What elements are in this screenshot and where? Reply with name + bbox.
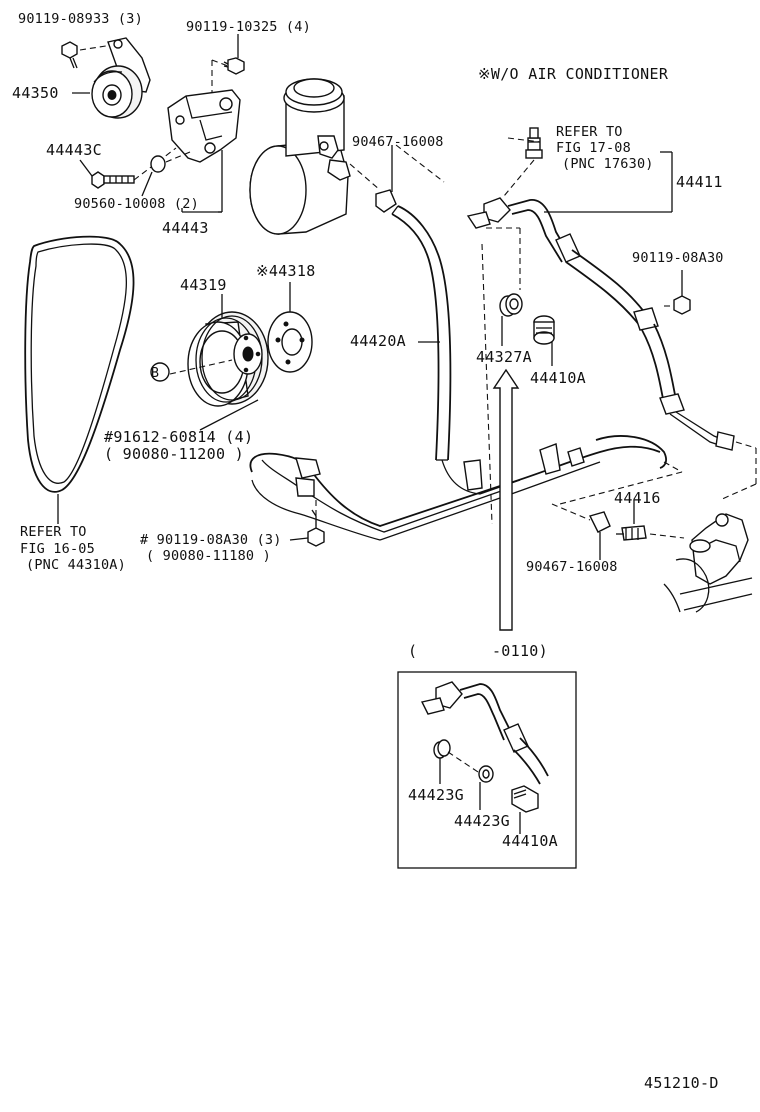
- label-belt-ref-1: REFER TO: [20, 524, 87, 540]
- label-tube: 44416: [614, 489, 661, 507]
- bolt-bottom-part: [307, 509, 325, 547]
- bolt-top-mid-part: [223, 57, 245, 75]
- label-collar: 90560-10008 (2): [74, 196, 199, 212]
- sensor-part: [525, 127, 543, 159]
- label-wo-ac: ※W/O AIR CONDITIONER: [478, 65, 669, 83]
- label-figure-code: 451210-D: [644, 1074, 719, 1092]
- reservoir-part: [249, 78, 351, 235]
- label-belt-ref-2: FIG 16-05: [20, 541, 95, 557]
- label-clamp-bottom: 90467-16008: [526, 559, 618, 575]
- label-inset-gasket-2: 44423G: [454, 812, 510, 830]
- idler-pulley-group: [61, 34, 245, 213]
- label-pump-pulley: 44319: [180, 276, 227, 294]
- inset-union-bolt-part: [511, 785, 539, 813]
- label-bolt-bottom-b: ( 90080-11180 ): [146, 548, 271, 564]
- tube-assembly-part: [249, 435, 667, 541]
- label-inset-gasket-1: 44423G: [408, 786, 464, 804]
- label-bolt-bottom-a: # 90119-08A30 (3): [140, 532, 282, 548]
- label-pulley-nut-a: #91612-60814 (4): [104, 428, 253, 446]
- pump-pulley-part: [187, 311, 269, 407]
- collar-part: [150, 155, 166, 173]
- label-pressure-hose: 44411: [676, 173, 723, 191]
- clamp-bottom-part: [588, 511, 611, 533]
- circle-b-marker: [150, 362, 170, 382]
- inset-gasket-1-part: [433, 739, 451, 759]
- gasket-part: [499, 293, 523, 317]
- inset-box: [397, 671, 577, 869]
- label-refer-17-c: (PNC 17630): [562, 156, 654, 172]
- label-refer-17-b: FIG 17-08: [556, 140, 631, 156]
- label-gasket: 44327A: [476, 348, 532, 366]
- label-inset-union: 44410A: [502, 832, 558, 850]
- inset-arrow: [492, 368, 520, 631]
- label-bracket: 44443: [162, 219, 209, 237]
- label-union-bolt: 44410A: [530, 369, 586, 387]
- label-bolt-top-left: 90119-08933 (3): [18, 11, 143, 27]
- tube-44416-part: [616, 525, 647, 541]
- label-bolt-top-mid: 90119-10325 (4): [186, 19, 311, 35]
- label-inset-range: ( -0110): [408, 642, 548, 660]
- bolt-top-left-part: [61, 41, 78, 69]
- bracket-part: [167, 89, 241, 163]
- label-return-hose: 44420A: [350, 332, 406, 350]
- label-idler-pulley: 44350: [12, 84, 59, 102]
- steering-gear-part: [663, 513, 753, 613]
- bolt-44443c-part: [91, 171, 135, 189]
- label-bolt-44443c: 44443C: [46, 141, 102, 159]
- drive-belt-part: [24, 235, 135, 524]
- bolt-right-part: [673, 270, 691, 315]
- label-clamp-top: 90467-16008: [352, 134, 444, 150]
- circle-b-label: B: [151, 365, 159, 381]
- pressure-hose-part: [466, 127, 757, 501]
- label-pulley-nut-b: ( 90080-11200 ): [104, 445, 244, 463]
- union-bolt-part: [533, 315, 555, 345]
- plate-part: [267, 311, 313, 373]
- label-bolt-right: 90119-08A30: [632, 250, 724, 266]
- label-refer-17-a: REFER TO: [556, 124, 623, 140]
- clamp-top-part: [375, 189, 397, 213]
- pump-pulley-group: [150, 282, 313, 431]
- inset-gasket-2-part: [478, 765, 494, 783]
- idler-pulley-part: [91, 65, 143, 119]
- label-belt-ref-3: (PNC 44310A): [26, 557, 126, 573]
- label-plate: ※44318: [256, 262, 316, 280]
